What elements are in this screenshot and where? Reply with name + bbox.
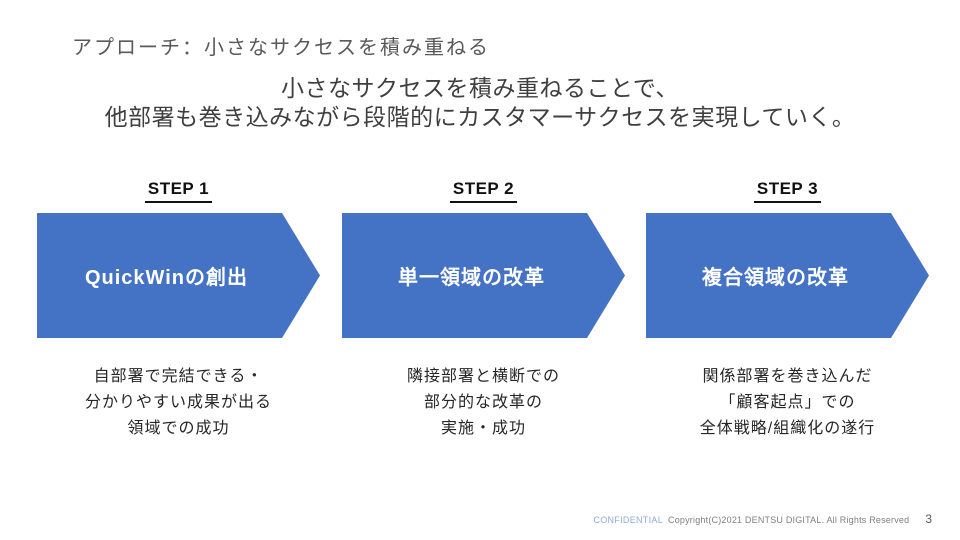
page-number: 3 [925,512,932,526]
step3-label: STEP 3 [646,179,929,203]
confidential-label: CONFIDENTIAL [593,515,663,525]
step1-label: STEP 1 [37,179,320,203]
step2-arrow-text: 単一領域の改革 [398,267,545,289]
step1-arrow-shape: QuickWinの創出 [37,213,320,338]
step2-arrow-shape: 単一領域の改革 [342,213,625,338]
step3-description: 関係部署を巻き込んだ 「顧客起点」での 全体戦略/組織化の遂行 [699,368,876,437]
slide-title: アプローチ：小さなサクセスを積み重ねる [72,37,490,59]
slide-footer: CONFIDENTIAL Copyright(C)2021 DENTSU DIG… [593,512,932,526]
slide-subtitle: 小さなサクセスを積み重ねることで、 他部署も巻き込みながら段階的にカスタマーサク… [104,75,856,130]
step2-label-text: STEP 2 [449,179,518,203]
step1-arrow-text: QuickWinの創出 [84,267,249,289]
step3-arrow-shape: 複合領域の改革 [646,213,929,338]
step1-label-text: STEP 1 [144,179,213,203]
copyright-text: Copyright(C)2021 DENTSU DIGITAL. All Rig… [668,515,910,525]
step3-label-text: STEP 3 [753,179,822,203]
step1-description: 自部署で完結できる・ 分かりやすい成果が出る 領域での成功 [84,368,272,437]
step2-description: 隣接部署と横断での 部分的な改革の 実施・成功 [406,368,560,437]
step2-label: STEP 2 [342,179,625,203]
step3-arrow-text: 複合領域の改革 [702,267,849,289]
